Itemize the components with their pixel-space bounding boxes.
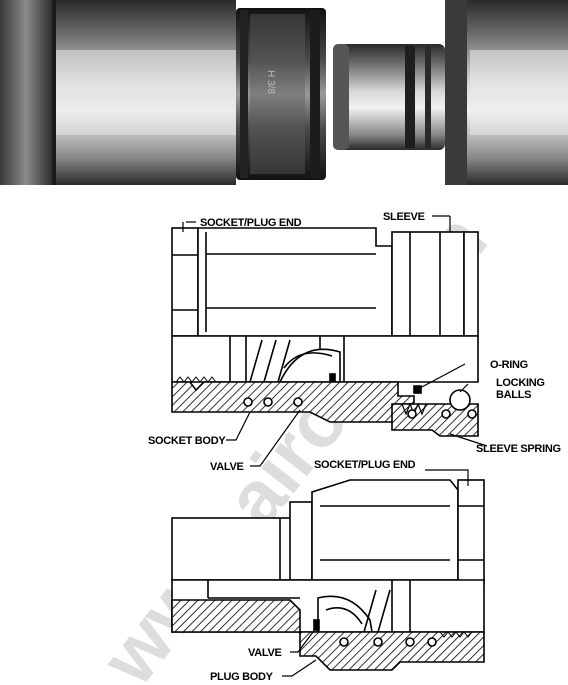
plug-hex-end — [457, 479, 485, 585]
locking-ball — [449, 389, 471, 411]
coupling-photo: H 3/8 — [0, 0, 568, 185]
label-locking: LOCKING — [496, 377, 545, 389]
label-socket-plug-end-bottom: SOCKET/PLUG END — [314, 459, 416, 471]
sleeve — [391, 231, 465, 337]
socket-hex-end — [171, 227, 199, 337]
socket-valve — [278, 348, 341, 383]
label-valve-bottom: VALVE — [248, 647, 282, 659]
plug-valve — [317, 595, 373, 633]
label-plug-body: PLUG BODY — [210, 671, 274, 683]
plug-body — [171, 599, 301, 633]
label-sleeve: SLEEVE — [383, 211, 425, 223]
label-o-ring: O-RING — [490, 359, 528, 371]
label-socket-plug-end-top: SOCKET/PLUG END — [200, 217, 302, 229]
plug-body-top — [311, 479, 459, 581]
socket-spring — [249, 339, 291, 383]
label-balls: BALLS — [496, 389, 531, 401]
plug-diagram — [171, 479, 485, 671]
socket-diagram — [171, 227, 479, 437]
socket-leaders — [182, 215, 488, 467]
socket-stamp: H 3/8 — [265, 70, 276, 94]
plug-nipple — [171, 517, 293, 581]
label-valve-top: VALVE — [210, 461, 244, 473]
socket-body-top — [197, 227, 393, 337]
plug-body-lower — [299, 631, 485, 671]
plug-leaders — [282, 469, 469, 677]
label-socket-body: SOCKET BODY — [148, 435, 226, 447]
label-sleeve-spring: SLEEVE SPRING — [476, 443, 561, 455]
plug-spring — [363, 589, 391, 633]
